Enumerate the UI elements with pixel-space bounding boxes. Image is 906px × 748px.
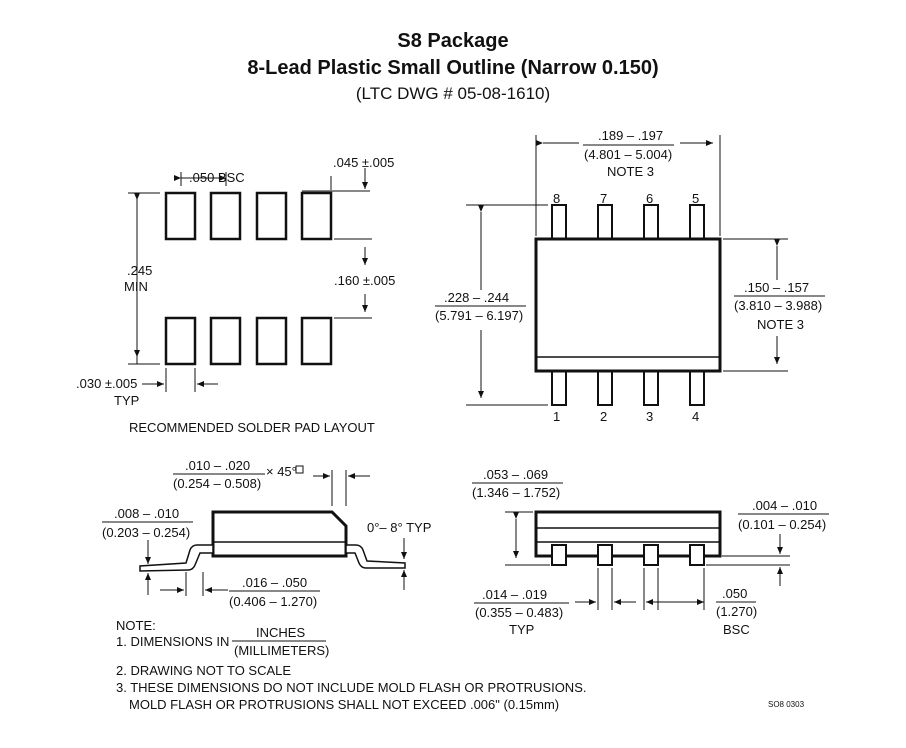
standoff-inches: .004 – .010 (752, 498, 817, 513)
chamfer-angle: × 45° (266, 464, 297, 479)
end-pitch-inches: .050 (722, 586, 747, 601)
lead-angle-label: 0°– 8° TYP (367, 520, 431, 535)
body-width-note: NOTE 3 (757, 317, 804, 332)
foot-length-mm: (0.406 – 1.270) (229, 594, 317, 609)
top-view: 8 7 6 5 1 2 3 4 .189 – .197 (4.801 – 5.0… (435, 128, 825, 424)
lead-thickness-mm: (0.203 – 0.254) (102, 525, 190, 540)
length-inches: .189 – .197 (598, 128, 663, 143)
height-mm: (1.346 – 1.752) (472, 485, 560, 500)
total-width-mm: (5.791 – 6.197) (435, 308, 523, 323)
end-view: .053 – .069 (1.346 – 1.752) .004 – .010 … (472, 467, 829, 637)
pin-8-label: 8 (553, 191, 560, 206)
end-pitch-mm: (1.270) (716, 604, 757, 619)
height-inches: .053 – .069 (483, 467, 548, 482)
length-note: NOTE 3 (607, 164, 654, 179)
body-width-inches: .150 – .157 (744, 280, 809, 295)
package-body-top (534, 237, 722, 373)
standoff-mm: (0.101 – 0.254) (738, 517, 826, 532)
pad-span-min: MIN (124, 279, 148, 294)
pin-5-label: 5 (692, 191, 699, 206)
pad (255, 316, 288, 366)
pad-length-typ: TYP (114, 393, 139, 408)
end-pitch-bsc: BSC (723, 622, 750, 637)
foot-length-inches: .016 – .050 (242, 575, 307, 590)
pin-1-label: 1 (553, 409, 560, 424)
note-3b: MOLD FLASH OR PROTRUSIONS SHALL NOT EXCE… (129, 697, 559, 712)
notes: NOTE: 1. DIMENSIONS IN INCHES (MILLIMETE… (116, 618, 805, 712)
total-width-inches: .228 – .244 (444, 290, 509, 305)
document-code: SO8 0303 (768, 700, 805, 709)
lead-width-typ: TYP (509, 622, 534, 637)
pad (209, 191, 242, 241)
pad-pitch-label: .050 BSC (189, 170, 245, 185)
notes-header: NOTE: (116, 618, 156, 633)
chamfer-inches: .010 – .020 (185, 458, 250, 473)
note-2: 2. DRAWING NOT TO SCALE (116, 663, 291, 678)
pad-layout-caption: RECOMMENDED SOLDER PAD LAYOUT (129, 420, 375, 435)
drawing-number: (LTC DWG # 05-08-1610) (355, 84, 551, 103)
package-subtitle: 8-Lead Plastic Small Outline (Narrow 0.1… (247, 57, 659, 79)
lead-width-mm: (0.355 – 0.483) (475, 605, 563, 620)
pad (164, 316, 197, 366)
package-title: S8 Package (397, 30, 509, 52)
pad (255, 191, 288, 241)
solder-pad-layout: .050 BSC .045 ±.005 .245 MIN .160 ±.005 … (76, 155, 395, 435)
side-view: .010 – .020 (0.254 – 0.508) × 45° .008 –… (102, 458, 431, 609)
pin-6-label: 6 (646, 191, 653, 206)
pad (300, 191, 333, 241)
note-1-denominator: (MILLIMETERS) (234, 643, 329, 658)
pin-2-label: 2 (600, 409, 607, 424)
chamfer-mm: (0.254 – 0.508) (173, 476, 261, 491)
pad-span-label: .245 (127, 263, 152, 278)
note-1-numerator: INCHES (256, 625, 305, 640)
pad-gap-label: .160 ±.005 (334, 273, 395, 288)
pad (164, 191, 197, 241)
pin-7-label: 7 (600, 191, 607, 206)
lead-thickness-inches: .008 – .010 (114, 506, 179, 521)
pad (209, 316, 242, 366)
note-3a: 3. THESE DIMENSIONS DO NOT INCLUDE MOLD … (116, 680, 586, 695)
pad-length-label: .030 ±.005 (76, 376, 137, 391)
pad (300, 316, 333, 366)
pin-3-label: 3 (646, 409, 653, 424)
pin-4-label: 4 (692, 409, 699, 424)
length-mm: (4.801 – 5.004) (584, 147, 672, 162)
lead-width-inches: .014 – .019 (482, 587, 547, 602)
note-1: 1. DIMENSIONS IN (116, 634, 229, 649)
package-body-side (211, 510, 348, 558)
pad-width-label: .045 ±.005 (333, 155, 394, 170)
body-width-mm: (3.810 – 3.988) (734, 298, 822, 313)
